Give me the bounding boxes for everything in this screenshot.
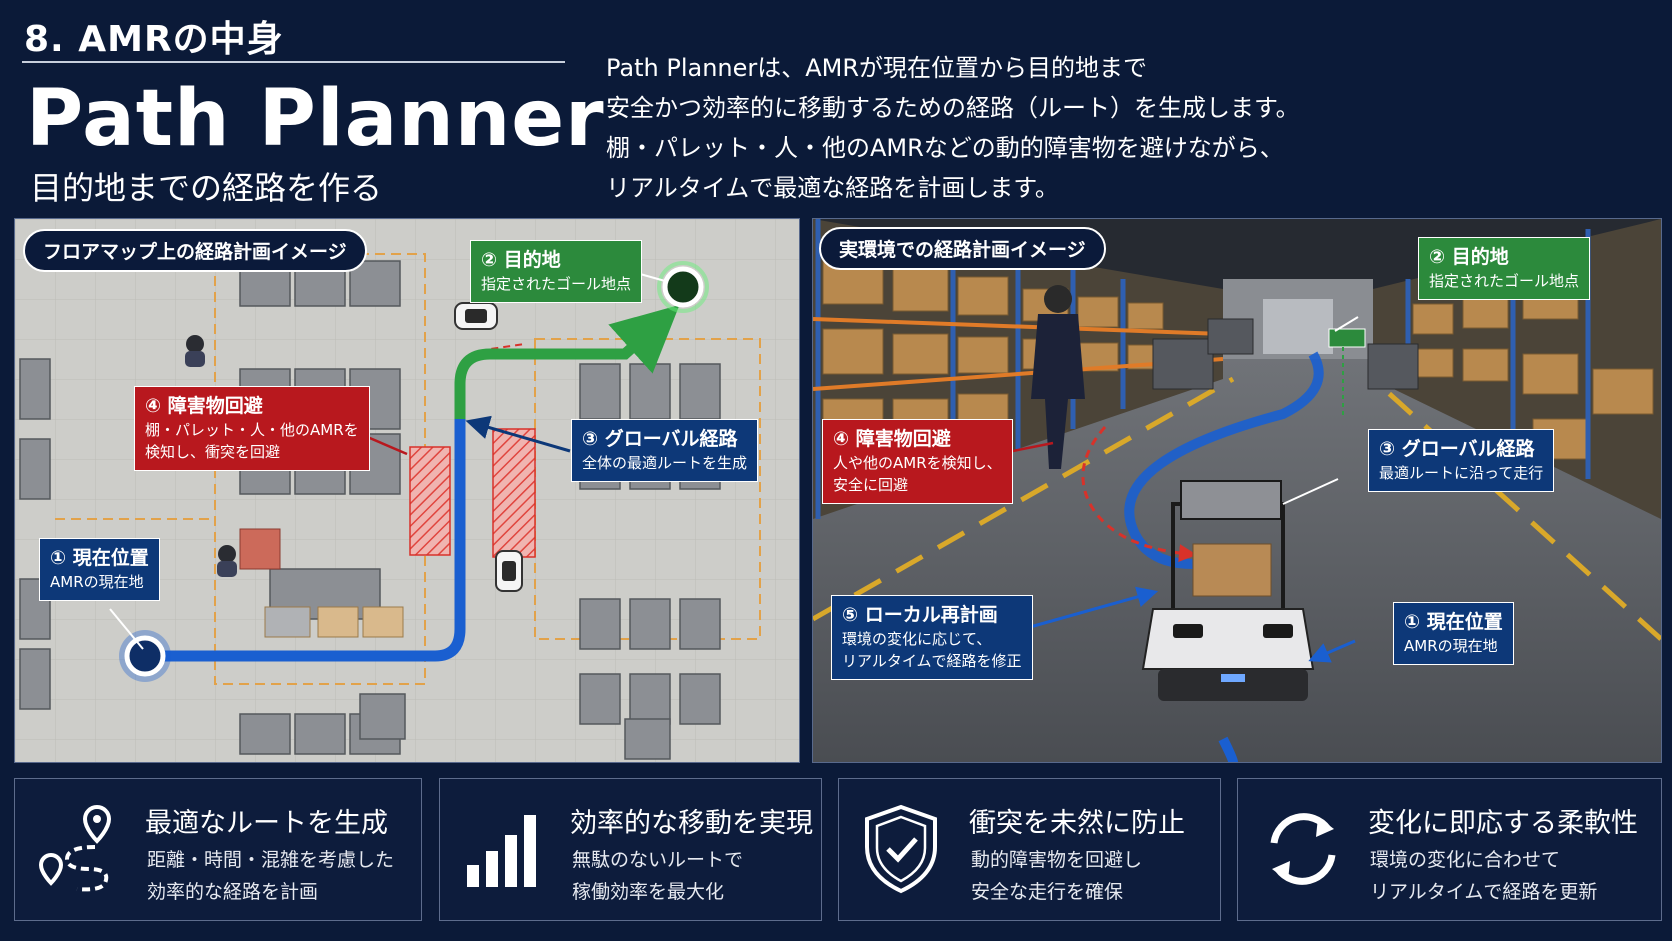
feature-text: リアルタイムで経路を更新 (1370, 881, 1598, 903)
feature-text: 環境の変化に合わせて (1370, 849, 1561, 871)
section-title: 8. AMRの中身 (24, 19, 284, 60)
floor-map-illustration (15, 219, 799, 762)
callout-text: AMRの現在地 (1404, 637, 1498, 655)
callout-title: ④ 障害物回避 (833, 428, 951, 450)
page-title: Path Planner (26, 74, 605, 164)
bar-chart-icon (467, 815, 536, 887)
callout-text: AMRの現在地 (50, 573, 144, 591)
callout-text: 全体の最適ルートを生成 (582, 454, 748, 472)
callout-text: 最適ルートに沿って走行 (1379, 464, 1544, 482)
goal-callout: ② 目的地 指定されたゴール地点 (1418, 237, 1591, 300)
feature-card-optimal-route: 最適なルートを生成 距離・時間・混雑を考慮した 効率的な経路を計画 (14, 778, 422, 921)
feature-title: 変化に即応する柔軟性 (1368, 808, 1638, 839)
real-environment-panel: 実環境での経路計画イメージ ② 目的地 指定されたゴール地点 ④ 障害物回避 人… (812, 218, 1662, 763)
callout-title: ③ グローバル経路 (582, 428, 738, 450)
title-divider (22, 61, 565, 63)
obstacle-callout: ④ 障害物回避 棚・パレット・人・他のAMRを 検知し、衝突を回避 (134, 386, 370, 471)
feature-title: 最適なルートを生成 (145, 808, 388, 839)
callout-title: ④ 障害物回避 (145, 395, 263, 417)
callout-text: 指定されたゴール地点 (1429, 272, 1580, 290)
global-route-callout: ③ グローバル経路 最適ルートに沿って走行 (1368, 429, 1555, 492)
description-line: リアルタイムで最適な経路を計画します。 (606, 174, 1059, 202)
current-position-callout: ① 現在位置 AMRの現在地 (1393, 602, 1514, 665)
feature-card-collision-prevention: 衝突を未然に防止 動的障害物を回避し 安全な走行を確保 (838, 778, 1221, 921)
local-replan-callout: ⑤ ローカル再計画 環境の変化に応じて、 リアルタイムで経路を修正 (831, 595, 1033, 680)
feature-text: 効率的な経路を計画 (147, 881, 319, 903)
description-line: 棚・パレット・人・他のAMRなどの動的障害物を避けながら、 (606, 134, 1284, 162)
description-line: 安全かつ効率的に移動するための経路（ルート）を生成します。 (606, 94, 1300, 122)
feature-text: 安全な走行を確保 (971, 881, 1124, 903)
callout-text: 指定されたゴール地点 (481, 275, 632, 293)
feature-card-flexibility: 変化に即応する柔軟性 環境の変化に合わせて リアルタイムで経路を更新 (1237, 778, 1662, 921)
goal-callout: ② 目的地 指定されたゴール地点 (470, 240, 643, 303)
refresh-icon (1270, 813, 1336, 885)
description-line: Path Plannerは、AMRが現在位置から目的地まで (606, 54, 1148, 82)
real-environment-tag: 実環境での経路計画イメージ (819, 227, 1106, 270)
feature-text: 動的障害物を回避し (971, 849, 1143, 871)
callout-text: 検知し、衝突を回避 (145, 443, 281, 461)
callout-title: ① 現在位置 (1404, 611, 1503, 633)
callout-title: ② 目的地 (481, 249, 561, 271)
floor-map-panel: フロアマップ上の経路計画イメージ ② 目的地 指定されたゴール地点 ④ 障害物回… (14, 218, 800, 763)
global-route-callout: ③ グローバル経路 全体の最適ルートを生成 (571, 419, 759, 482)
callout-text: 人や他のAMRを検知し、 (833, 454, 1002, 472)
callout-title: ② 目的地 (1429, 246, 1509, 268)
shield-check-icon (865, 804, 937, 894)
description: Path Plannerは、AMRが現在位置から目的地まで 安全かつ効率的に移動… (606, 48, 1666, 208)
obstacle-callout: ④ 障害物回避 人や他のAMRを検知し、 安全に回避 (822, 419, 1013, 504)
callout-title: ⑤ ローカル再計画 (842, 604, 998, 626)
feature-title: 効率的な移動を実現 (570, 808, 813, 839)
feature-card-efficient-movement: 効率的な移動を実現 無駄のないルートで 稼働効率を最大化 (439, 778, 822, 921)
callout-title: ③ グローバル経路 (1379, 438, 1535, 460)
floor-map-tag: フロアマップ上の経路計画イメージ (23, 229, 367, 272)
callout-title: ① 現在位置 (50, 547, 149, 569)
page-subtitle: 目的地までの経路を作る (30, 169, 383, 207)
feature-title: 衝突を未然に防止 (969, 808, 1185, 839)
callout-text: 環境の変化に応じて、 (842, 630, 992, 648)
callout-text: 棚・パレット・人・他のAMRを (145, 421, 359, 439)
feature-text: 稼働効率を最大化 (572, 881, 725, 903)
callout-text: 安全に回避 (833, 476, 909, 494)
current-position-callout: ① 現在位置 AMRの現在地 (39, 538, 160, 601)
callout-text: リアルタイムで経路を修正 (842, 652, 1022, 670)
feature-text: 無駄のないルートで (572, 849, 744, 871)
route-map-icon (38, 804, 112, 892)
feature-text: 距離・時間・混雑を考慮した (147, 849, 395, 871)
